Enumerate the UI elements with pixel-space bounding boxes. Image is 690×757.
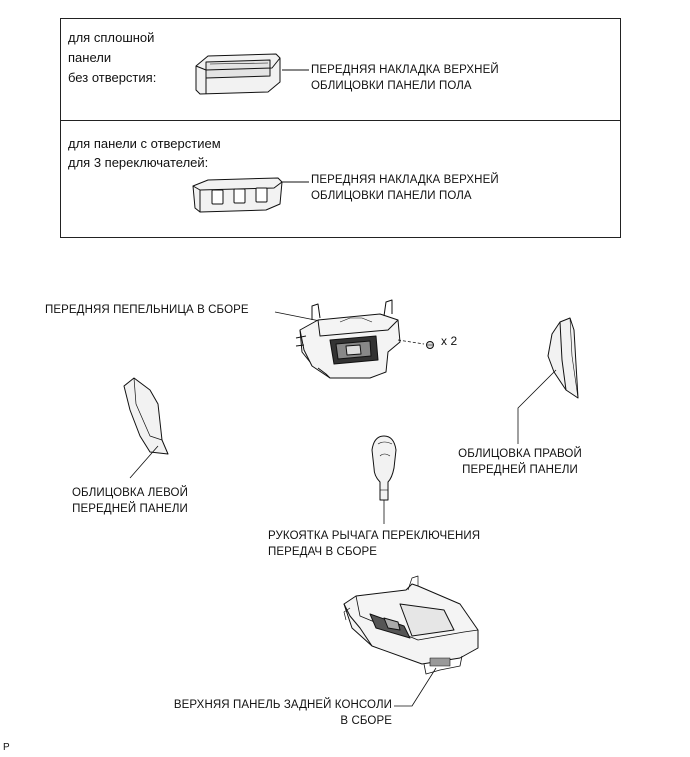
rear-console-illustration xyxy=(343,575,479,675)
right-panel-label-line2: ПЕРЕДНЕЙ ПАНЕЛИ xyxy=(462,464,578,476)
rear-console-leader xyxy=(394,667,437,707)
ashtray-label: ПЕРЕДНЯЯ ПЕПЕЛЬНИЦА В СБОРЕ xyxy=(45,304,249,316)
left-panel-label-line1: ОБЛИЦОВКА ЛЕВОЙ xyxy=(72,487,188,499)
section1-condition-line3: без отверстия: xyxy=(68,70,157,85)
section2-part-line2: ОБЛИЦОВКИ ПАНЕЛИ ПОЛА xyxy=(311,190,472,202)
section1-part-line2: ОБЛИЦОВКИ ПАНЕЛИ ПОЛА xyxy=(311,80,472,92)
shift-knob-label-line2: ПЕРЕДАЧ В СБОРЕ xyxy=(268,546,378,558)
left-panel-label-line2: ПЕРЕДНЕЙ ПАНЕЛИ xyxy=(72,503,188,515)
corner-mark: P xyxy=(3,742,10,753)
variants-divider xyxy=(60,120,621,121)
section1-condition-line1: для сплошной xyxy=(68,30,155,45)
three-hole-cover-illustration xyxy=(192,177,283,213)
right-panel-leader xyxy=(517,369,557,444)
right-panel-illustration xyxy=(547,317,579,399)
screw-quantity: x 2 xyxy=(441,334,458,348)
rear-console-label-line1: ВЕРХНЯЯ ПАНЕЛЬ ЗАДНЕЙ КОНСОЛИ xyxy=(173,699,392,711)
ashtray-illustration xyxy=(295,299,401,379)
shift-knob-label-line1: РУКОЯТКА РЫЧАГА ПЕРЕКЛЮЧЕНИЯ xyxy=(268,530,481,542)
section1-part-line1: ПЕРЕДНЯЯ НАКЛАДКА ВЕРХНЕЙ xyxy=(311,64,499,76)
section2-condition-line1: для панели с отверстием xyxy=(68,136,221,151)
variants-box xyxy=(60,18,621,238)
rear-console-label-line2: В СБОРЕ xyxy=(340,715,392,727)
left-panel-illustration xyxy=(123,377,169,455)
section1-condition-line2: панели xyxy=(68,50,112,65)
solid-cover-illustration xyxy=(195,53,281,95)
right-panel-label-line1: ОБЛИЦОВКА ПРАВОЙ xyxy=(458,448,582,460)
section2-part-line1: ПЕРЕДНЯЯ НАКЛАДКА ВЕРХНЕЙ xyxy=(311,174,499,186)
screw-dash xyxy=(397,339,425,345)
left-panel-leader xyxy=(129,445,159,479)
shift-knob-illustration xyxy=(371,435,397,501)
screw-icon xyxy=(426,341,434,349)
section2-condition-line2: для 3 переключателей: xyxy=(68,155,209,170)
